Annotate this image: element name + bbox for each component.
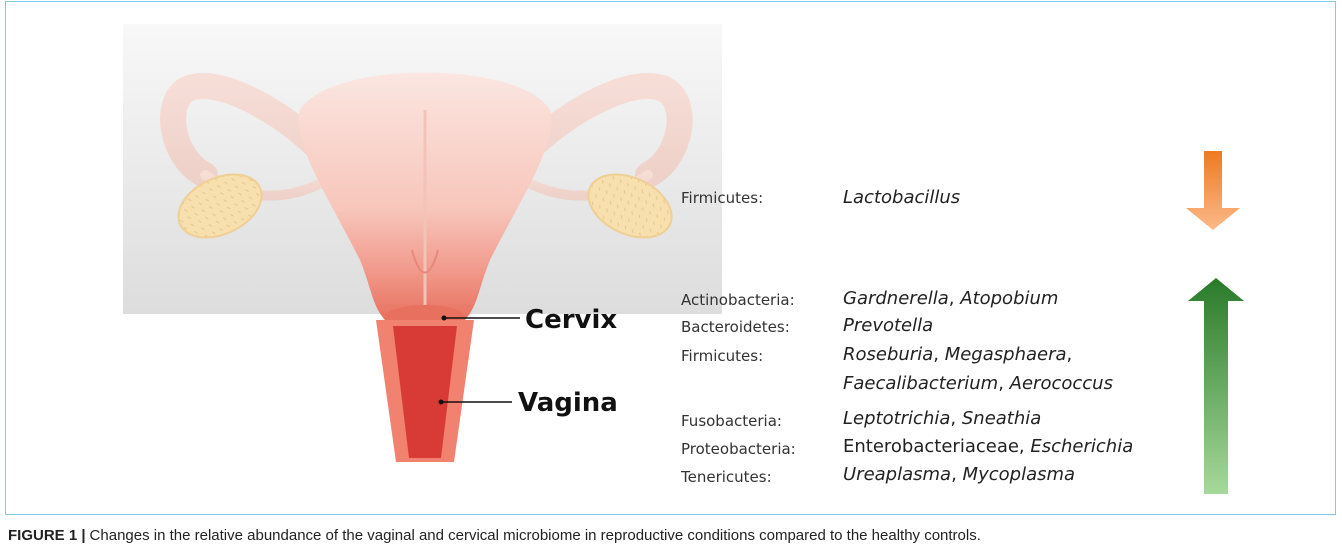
increased-taxa-6: Ureaplasma, Mycoplasma (843, 464, 1075, 485)
cervix-label: Cervix (525, 305, 617, 335)
taxon-segment: Aerococcus (1010, 373, 1113, 394)
taxon-segment: Leptotrichia (843, 408, 950, 429)
increased-taxa-0: Gardnerella, Atopobium (843, 288, 1058, 309)
taxon-segment: Prevotella (843, 315, 933, 336)
increased-taxa-5: Enterobacteriaceae, Escherichia (843, 436, 1133, 457)
taxon-segment: Atopobium (960, 288, 1058, 309)
taxon-segment: , (1019, 436, 1030, 457)
taxon-segment: Escherichia (1030, 436, 1133, 457)
increased-phylum-6: Tenericutes: (681, 468, 772, 486)
taxon-segment: , (951, 464, 962, 485)
caption-text: Changes in the relative abundance of the… (90, 527, 981, 544)
increased-taxa-4: Leptotrichia, Sneathia (843, 408, 1041, 429)
decrease-arrow-icon (1186, 151, 1240, 230)
increased-phylum-4: Fusobacteria: (681, 412, 782, 430)
increased-taxa-2: Roseburia, Megasphaera, (843, 344, 1072, 365)
increased-phylum-5: Proteobacteria: (681, 440, 796, 458)
taxon-segment: , (950, 408, 961, 429)
taxon-segment: , (949, 288, 960, 309)
reproductive-tract-illustration (0, 0, 1342, 520)
increase-arrow-icon (1188, 278, 1244, 494)
taxon-segment: , (1067, 344, 1073, 365)
taxon-segment: Gardnerella (843, 288, 949, 309)
taxon-segment: Roseburia (843, 344, 933, 365)
increased-phylum-2: Firmicutes: (681, 347, 763, 365)
caption-label: FIGURE 1 | (8, 527, 86, 544)
decreased-phylum-0: Firmicutes: (681, 189, 763, 207)
taxon-segment: Lactobacillus (843, 187, 960, 208)
taxon-segment: Sneathia (962, 408, 1041, 429)
figure-caption: FIGURE 1 |Changes in the relative abunda… (8, 527, 981, 544)
taxon-segment: , (998, 373, 1009, 394)
taxon-segment: Enterobacteriaceae (843, 436, 1019, 457)
taxon-segment: Ureaplasma (843, 464, 951, 485)
taxon-segment: , (933, 344, 944, 365)
increased-phylum-1: Bacteroidetes: (681, 318, 790, 336)
increased-taxa-1: Prevotella (843, 315, 933, 336)
vagina-label: Vagina (518, 388, 618, 418)
taxon-segment: Faecalibacterium (843, 373, 998, 394)
increased-phylum-0: Actinobacteria: (681, 291, 795, 309)
increased-taxa-3: Faecalibacterium, Aerococcus (843, 373, 1113, 394)
decreased-taxa-0: Lactobacillus (843, 187, 960, 208)
taxon-segment: Mycoplasma (963, 464, 1076, 485)
taxon-segment: Megasphaera (945, 344, 1067, 365)
